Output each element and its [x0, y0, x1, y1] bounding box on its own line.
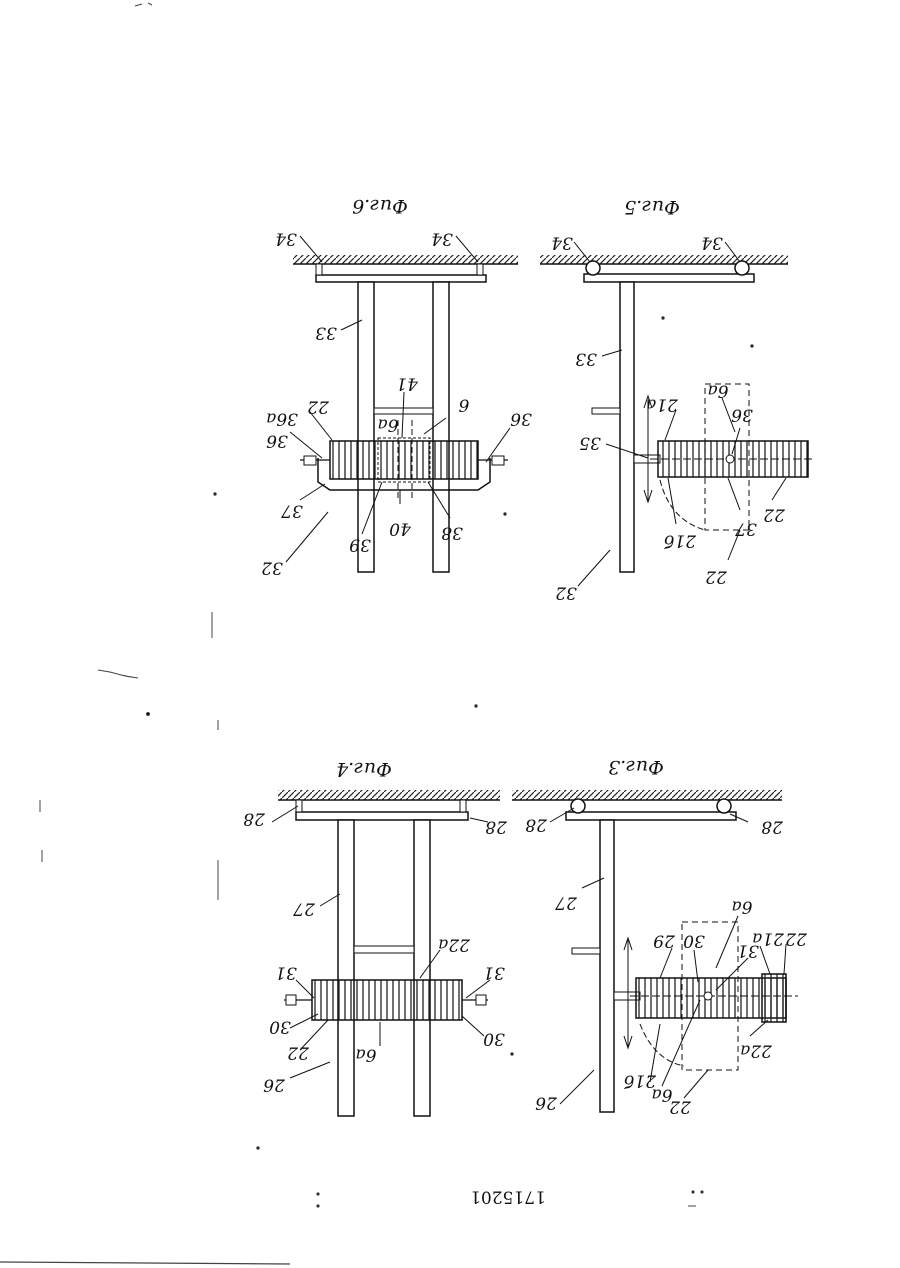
- label-36: 36: [731, 405, 753, 425]
- label-30: 30: [683, 931, 705, 951]
- label-28: 28: [761, 817, 784, 837]
- ceiling-hatch: [278, 790, 500, 800]
- label-6a: 6а: [378, 415, 399, 435]
- crossbar: [354, 946, 414, 953]
- label-34: 34: [551, 233, 573, 253]
- hanger-28-left: [296, 800, 302, 812]
- label-34: 34: [431, 229, 453, 249]
- top-beam: [296, 812, 468, 820]
- label-36: 36: [266, 431, 288, 451]
- label-6a: 6а: [732, 897, 753, 917]
- label-26: 26: [263, 1075, 286, 1095]
- label-22: 22: [669, 1097, 692, 1117]
- roll-22: [330, 441, 478, 479]
- label-27: 27: [293, 899, 316, 919]
- label-30: 30: [269, 1017, 291, 1037]
- figure-5: Фиг.5 34 34 33 6а 21а 36 35 21б 37 22 22…: [540, 196, 812, 603]
- label-34: 34: [275, 229, 297, 249]
- hanger-28-right: [460, 800, 466, 812]
- roller-28-right: [717, 799, 731, 813]
- label-36a: 36а: [266, 409, 298, 429]
- top-beam: [584, 274, 754, 282]
- label-30: 30: [483, 1029, 505, 1049]
- ceiling-hatch: [540, 255, 788, 264]
- label-22: 22: [785, 929, 808, 949]
- figure-6-caption: Фиг.6: [352, 195, 408, 217]
- label-6a: 6а: [708, 381, 729, 401]
- top-beam: [316, 275, 486, 282]
- handle: [592, 408, 620, 414]
- hanger-34-left: [316, 264, 322, 275]
- figure-3: Фиг.3 28 28 27 6а 22 21а 30 29 31 22а 21…: [512, 756, 808, 1117]
- label-37: 37: [281, 501, 303, 521]
- document-number: 1715201: [470, 1187, 546, 1207]
- label-28: 28: [243, 809, 266, 829]
- figure-6: Фиг.6 34 34 33 22 36а 36 36 41 6а 6 37 3…: [261, 195, 532, 578]
- label-41: 41: [396, 374, 419, 394]
- label-40: 40: [389, 519, 412, 539]
- label-22: 22: [287, 1043, 310, 1063]
- label-39: 39: [349, 535, 371, 555]
- label-21b: 21б: [663, 531, 697, 551]
- roller-28-left: [571, 799, 585, 813]
- top-beam: [566, 812, 736, 820]
- label-22: 22: [307, 397, 330, 417]
- label-22a: 22а: [740, 1041, 773, 1061]
- roll-22: [312, 980, 462, 1020]
- label-33: 33: [575, 349, 597, 369]
- label-31: 31: [275, 963, 297, 983]
- label-32: 32: [555, 583, 577, 603]
- label-31: 31: [737, 941, 759, 961]
- roller-34-right: [735, 261, 749, 275]
- label-32: 32: [261, 558, 283, 578]
- label-21a: 21а: [646, 395, 679, 415]
- figure-4: Фиг.4 28 28 27 22а 31 31 30 30 22 6а 26: [243, 758, 508, 1116]
- label-29: 29: [653, 931, 676, 951]
- figure-5-caption: Фиг.5: [624, 196, 680, 218]
- roller-34-left: [586, 261, 600, 275]
- label-28: 28: [525, 815, 548, 835]
- label-33: 33: [315, 323, 337, 343]
- post-27: [600, 820, 614, 1112]
- scan-specks-bottom: [0, 1191, 703, 1264]
- label-37: 37: [735, 519, 757, 539]
- post-33: [620, 282, 634, 572]
- label-35: 35: [579, 433, 601, 453]
- label-6a: 6а: [356, 1045, 377, 1065]
- label-36: 36: [510, 409, 532, 429]
- handle: [572, 948, 600, 954]
- ceiling-hatch: [512, 790, 782, 800]
- label-22a: 22а: [438, 935, 471, 955]
- figure-4-caption: Фиг.4: [336, 758, 392, 780]
- post-33-left: [358, 282, 374, 572]
- label-26: 26: [535, 1093, 558, 1113]
- label-38: 38: [441, 523, 463, 543]
- label-28: 28: [485, 817, 508, 837]
- figure-3-caption: Фиг.3: [608, 756, 664, 778]
- label-22: 22: [705, 567, 728, 587]
- label-22: 22: [763, 505, 786, 525]
- roll-22a: [762, 974, 786, 1022]
- post-27-left: [338, 820, 354, 1116]
- label-27: 27: [555, 893, 578, 913]
- label-34: 34: [701, 233, 723, 253]
- label-31: 31: [483, 963, 505, 983]
- ceiling-hatch: [293, 255, 518, 264]
- label-6: 6: [458, 395, 469, 415]
- hanger-34-right: [477, 264, 483, 275]
